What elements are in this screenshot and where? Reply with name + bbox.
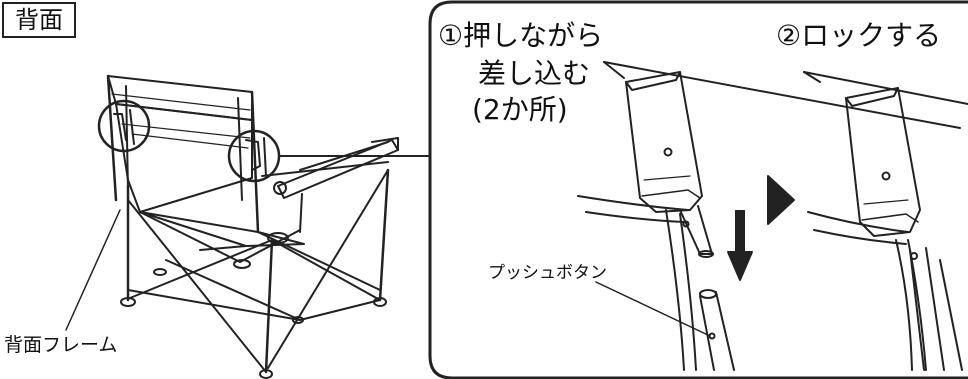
step1-count: (2か所) bbox=[472, 93, 568, 126]
next-step-arrow bbox=[767, 175, 795, 225]
detail-locked bbox=[803, 71, 968, 371]
step1-label: ①押しながら bbox=[438, 19, 604, 52]
chair-drawing bbox=[106, 74, 399, 379]
step1-instruction: 差し込む bbox=[478, 57, 591, 90]
back-frame-label: 背面フレーム bbox=[4, 334, 118, 356]
step2-label: ②ロックする bbox=[776, 19, 942, 52]
view-label: 背面 bbox=[2, 2, 76, 38]
push-button-label: プッシュボタン bbox=[488, 263, 607, 283]
detail-frame bbox=[428, 0, 968, 379]
zoom-circle-left bbox=[97, 99, 151, 153]
detail-insert bbox=[577, 61, 961, 371]
